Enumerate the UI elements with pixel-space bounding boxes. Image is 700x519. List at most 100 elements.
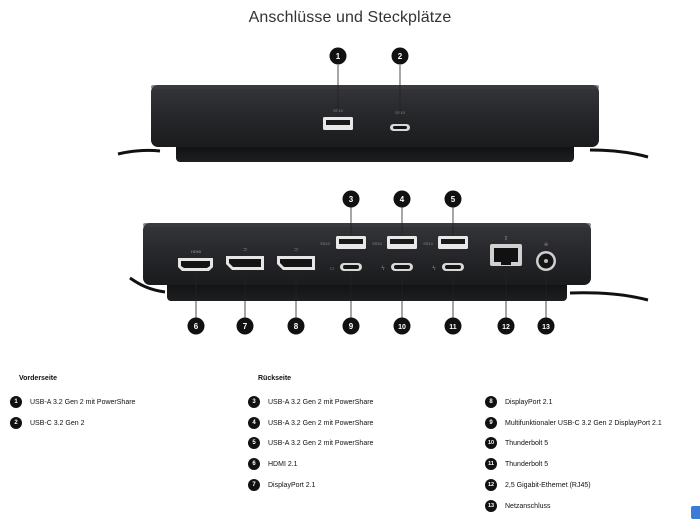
svg-text:8: 8	[294, 322, 299, 331]
legend-number: 11	[485, 458, 497, 470]
legend-item-10: 10 Thunderbolt 5	[485, 437, 548, 449]
callout-6: 6	[187, 317, 205, 335]
legend-number: 7	[248, 479, 260, 491]
legend-item-5: 5 USB-A 3.2 Gen 2 mit PowerShare	[248, 437, 373, 449]
legend-number: 12	[485, 479, 497, 491]
power-icon: ⊕	[544, 242, 548, 248]
callout-3: 3	[342, 190, 360, 208]
callout-9: 9	[342, 317, 360, 335]
svg-text:11: 11	[449, 324, 457, 331]
rear-usb-a-3-label: SS10	[423, 241, 434, 246]
callout-12: 12	[497, 317, 515, 335]
rear-hdmi-port[interactable]: HDMI	[178, 249, 213, 271]
front-cable-right	[589, 148, 649, 159]
rear-hdmi-label: HDMI	[191, 249, 201, 254]
callout-5: 5	[444, 190, 462, 208]
thunderbolt-icon: ϟ	[432, 266, 436, 272]
svg-text:10: 10	[398, 324, 406, 331]
svg-text:4: 4	[400, 195, 405, 204]
svg-text:1: 1	[336, 52, 341, 61]
callout-7: 7	[236, 317, 254, 335]
legend-item-11: 11 Thunderbolt 5	[485, 458, 548, 470]
rear-ethernet-port[interactable]: ⊼	[490, 236, 522, 266]
svg-text:5: 5	[451, 195, 456, 204]
legend-item-6: 6 HDMI 2.1	[248, 458, 298, 470]
legend-text: HDMI 2.1	[268, 460, 298, 468]
legend-text: USB-A 3.2 Gen 2 mit PowerShare	[268, 398, 374, 406]
rear-usb-c-multifunction[interactable]: ▭	[330, 263, 362, 272]
rear-heading: Rückseite	[258, 375, 292, 382]
rear-dock: HDMI ⊃ ⊃ SS10 SS10 SS10	[129, 207, 649, 318]
rear-cable-left	[129, 276, 166, 294]
rear-displayport-1[interactable]: ⊃	[226, 247, 264, 270]
legend-text: 2,5 Gigabit-Ethernet (RJ45)	[505, 481, 591, 489]
legend-item-8: 8 DisplayPort 2.1	[485, 396, 552, 408]
rear-usb-a-port-1[interactable]: SS10	[320, 236, 366, 249]
svg-text:▭: ▭	[330, 266, 335, 272]
rear-power-port[interactable]: ⊕	[536, 242, 556, 271]
svg-text:⊃: ⊃	[243, 247, 247, 253]
callout-4: 4	[393, 190, 411, 208]
legend-text: Multifunktionaler USB-C 3.2 Gen 2 Displa…	[505, 419, 662, 427]
legend-number: 6	[248, 458, 260, 470]
legend-item-2: 2 USB-C 3.2 Gen 2	[10, 417, 84, 429]
legend-text: USB-C 3.2 Gen 2	[30, 419, 85, 427]
callout-2: 2	[391, 47, 409, 65]
legend-text: DisplayPort 2.1	[268, 481, 316, 489]
legend-number: 3	[248, 396, 260, 408]
callout-13: 13	[537, 317, 555, 335]
rear-usb-a-1-label: SS10	[320, 241, 331, 246]
rear-thunderbolt-port-2[interactable]: ϟ	[432, 263, 464, 272]
legend-number: 10	[485, 437, 497, 449]
rear-usb-a-port-2[interactable]: SS10	[372, 236, 417, 249]
front-cable	[117, 148, 161, 156]
svg-text:6: 6	[194, 322, 199, 331]
legend-number: 5	[248, 437, 260, 449]
legend-text: USB-A 3.2 Gen 2 mit PowerShare	[268, 419, 374, 427]
legend-number: 9	[485, 417, 497, 429]
legend-item-4: 4 USB-A 3.2 Gen 2 mit PowerShare	[248, 417, 373, 429]
rear-thunderbolt-port-1[interactable]: ϟ	[381, 263, 413, 272]
front-dock-body	[151, 85, 599, 147]
svg-text:3: 3	[349, 195, 354, 204]
legend-text: Thunderbolt 5	[505, 460, 549, 468]
legend-text: Thunderbolt 5	[505, 439, 549, 447]
legend-number: 1	[10, 396, 22, 408]
legend-text: USB-A 3.2 Gen 2 mit PowerShare	[268, 439, 374, 447]
network-icon: ⊼	[504, 236, 508, 242]
svg-text:12: 12	[502, 324, 510, 331]
legend-number: 13	[485, 500, 497, 512]
legend-number: 4	[248, 417, 260, 429]
dock-diagram: SS10 SS10 HDMI ⊃	[117, 47, 649, 335]
front-heading: Vorderseite	[19, 375, 57, 382]
svg-text:7: 7	[243, 322, 248, 331]
rear-displayport-2[interactable]: ⊃	[277, 247, 315, 270]
legend-item-12: 12 2,5 Gigabit-Ethernet (RJ45)	[485, 479, 591, 491]
rear-cable-right	[569, 291, 649, 302]
legend-item-1: 1 USB-A 3.2 Gen 2 mit PowerShare	[10, 396, 135, 408]
legend-item-9: 9 Multifunktionaler USB-C 3.2 Gen 2 Disp…	[485, 417, 662, 429]
svg-text:⊃: ⊃	[294, 247, 298, 253]
rear-dock-body	[143, 223, 591, 285]
legend-number: 8	[485, 396, 497, 408]
rear-usb-a-port-3[interactable]: SS10	[423, 236, 468, 249]
svg-text:2: 2	[398, 52, 403, 61]
rear-usb-a-2-label: SS10	[372, 241, 383, 246]
corner-accent	[691, 506, 700, 519]
legend-item-13: 13 Netzanschluss	[485, 500, 551, 512]
legend-text: USB-A 3.2 Gen 2 mit PowerShare	[30, 398, 136, 406]
svg-text:13: 13	[542, 324, 550, 331]
thunderbolt-icon: ϟ	[381, 266, 385, 272]
legend-item-3: 3 USB-A 3.2 Gen 2 mit PowerShare	[248, 396, 373, 408]
callout-11: 11	[444, 317, 462, 335]
legend-text: DisplayPort 2.1	[505, 398, 553, 406]
svg-text:9: 9	[349, 322, 354, 331]
front-dock: SS10 SS10	[117, 65, 649, 162]
callout-8: 8	[287, 317, 305, 335]
callout-1: 1	[329, 47, 347, 65]
callout-10: 10	[393, 317, 411, 335]
page-title: Anschlüsse und Steckplätze	[248, 9, 452, 26]
legend-item-7: 7 DisplayPort 2.1	[248, 479, 315, 491]
legend-number: 2	[10, 417, 22, 429]
legend-text: Netzanschluss	[505, 502, 551, 510]
